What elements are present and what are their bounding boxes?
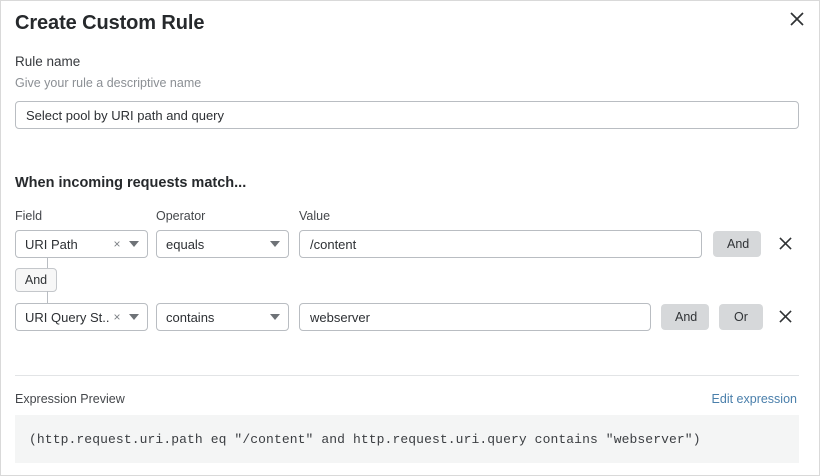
chevron-down-icon-glyph (270, 241, 280, 247)
page-title: Create Custom Rule (15, 12, 205, 34)
close-icon-glyph (778, 236, 792, 250)
connector-and-badge[interactable]: And (15, 268, 57, 292)
expression-preview-label: Expression Preview (15, 392, 125, 406)
condition-row: URI Query St... × contains And Or (1, 303, 819, 331)
rule-name-description: Give your rule a descriptive name (15, 76, 202, 90)
column-header-operator: Operator (156, 209, 206, 223)
rule-name-input[interactable] (15, 101, 799, 129)
chevron-down-icon-glyph (129, 241, 139, 247)
operator-select-1-value: equals (166, 236, 205, 252)
operator-select-2-value: contains (166, 309, 215, 325)
chevron-down-icon[interactable] (125, 314, 143, 320)
chevron-down-icon[interactable] (266, 314, 284, 320)
chevron-down-icon-glyph (270, 314, 280, 320)
chevron-down-icon[interactable] (125, 241, 143, 247)
chevron-down-icon[interactable] (266, 241, 284, 247)
value-input-2[interactable] (299, 303, 651, 331)
column-header-field: Field (15, 209, 43, 223)
or-button-2[interactable]: Or (719, 304, 763, 330)
expression-preview-box: (http.request.uri.path eq "/content" and… (15, 415, 799, 463)
field-select-1[interactable]: URI Path × (15, 230, 148, 258)
and-button-1[interactable]: And (713, 231, 761, 257)
operator-select-2[interactable]: contains (156, 303, 289, 331)
connector-line-bottom (47, 291, 48, 303)
field-select-1-value: URI Path (25, 236, 78, 252)
expression-preview-text: (http.request.uri.path eq "/content" and… (29, 431, 701, 447)
delete-condition-button-2[interactable] (774, 305, 796, 327)
rule-name-label: Rule name (15, 54, 81, 69)
delete-condition-button-1[interactable] (774, 232, 796, 254)
edit-expression-link[interactable]: Edit expression (711, 392, 797, 406)
column-header-value: Value (299, 209, 331, 223)
match-section-heading: When incoming requests match... (15, 175, 247, 191)
clear-icon[interactable]: × (113, 237, 121, 251)
field-select-2-value: URI Query St... (25, 309, 109, 325)
close-icon[interactable] (785, 7, 809, 31)
connector-line-top (47, 258, 48, 269)
value-input-1[interactable] (299, 230, 702, 258)
and-button-2[interactable]: And (661, 304, 709, 330)
close-icon-glyph (778, 309, 792, 323)
section-divider (15, 375, 799, 376)
field-select-2[interactable]: URI Query St... × (15, 303, 148, 331)
condition-row: URI Path × equals And (1, 230, 819, 258)
close-icon-glyph (790, 12, 804, 26)
clear-icon[interactable]: × (113, 310, 121, 324)
operator-select-1[interactable]: equals (156, 230, 289, 258)
chevron-down-icon-glyph (129, 314, 139, 320)
